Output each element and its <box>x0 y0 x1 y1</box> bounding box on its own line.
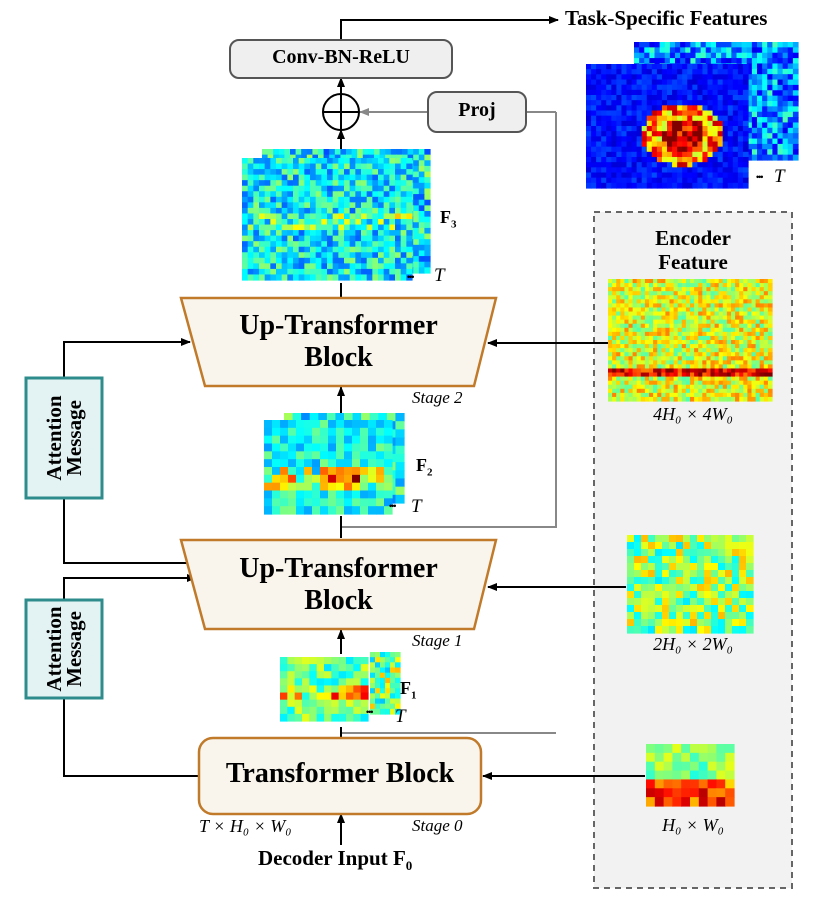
input-shape-label: T × H₀ × W₀ <box>199 816 292 836</box>
decoder-input-label: Decoder Input F0 <box>258 846 413 874</box>
encoder-feature-2h0 <box>627 535 754 634</box>
encoder-title-line2: Feature <box>658 250 728 274</box>
encoder-size-0: H₀ × W₀ <box>662 815 724 835</box>
task-t: T <box>774 166 785 187</box>
stage2-label: Stage 2 <box>412 388 463 407</box>
main-flow-arrows <box>337 16 559 845</box>
up-block-stage2-line1: Up-Transformer <box>239 310 438 341</box>
stage0-label: Stage 0 <box>412 816 463 835</box>
feature-f2-front <box>264 420 393 515</box>
feature-f3-front <box>242 158 413 281</box>
conv-bn-relu-box <box>229 39 453 79</box>
encoder-arrows <box>482 339 645 780</box>
task-feature-front <box>586 64 749 189</box>
proj-label: Proj <box>458 99 496 121</box>
encoder-feature-4h0 <box>608 279 773 402</box>
encoder-size-1: 2H₀ × 2W₀ <box>653 634 733 654</box>
up-block-stage2-line2: Block <box>304 342 373 373</box>
feature-f1-label: F1 <box>400 678 417 702</box>
feature-f2-t: T <box>411 496 422 517</box>
task-features-title: Task-Specific Features <box>565 6 768 30</box>
up-block-stage1-line1: Up-Transformer <box>239 553 438 584</box>
attention-message-box-lower <box>24 598 104 700</box>
encoder-title-line1: Encoder <box>655 226 731 250</box>
up-block-stage1-line2: Block <box>304 585 373 616</box>
feature-f1-t: T <box>395 706 406 727</box>
skip-connections <box>341 108 557 734</box>
feature-f1-back <box>370 652 401 715</box>
proj-box <box>427 91 527 133</box>
feature-heatmaps <box>242 42 799 807</box>
feature-f3-dots: ••• <box>407 272 415 282</box>
feature-f1-front <box>280 657 369 722</box>
task-dots: ••• <box>756 172 764 182</box>
feature-f2-label: F2 <box>416 455 433 479</box>
sum-icon <box>322 93 360 131</box>
conv-bn-relu-label: Conv-BN-ReLU <box>272 46 410 68</box>
up-transformer-block-stage1 <box>179 538 498 631</box>
encoder-size-2: 4H₀ × 4W₀ <box>653 404 733 424</box>
encoder-feature-h0 <box>646 744 735 807</box>
feature-f2-dots: ••• <box>389 501 397 511</box>
feature-f3-t: T <box>434 265 445 286</box>
transformer-block-label: Transformer Block <box>225 758 455 789</box>
feature-f3-label: F3 <box>440 207 457 231</box>
transformer-block <box>197 736 483 816</box>
attention-message-box-upper <box>24 376 104 500</box>
up-transformer-block-stage2 <box>179 296 498 388</box>
attention-routing <box>63 338 198 777</box>
stage1-label: Stage 1 <box>412 631 463 650</box>
feature-f1-dots: ••• <box>366 707 374 717</box>
